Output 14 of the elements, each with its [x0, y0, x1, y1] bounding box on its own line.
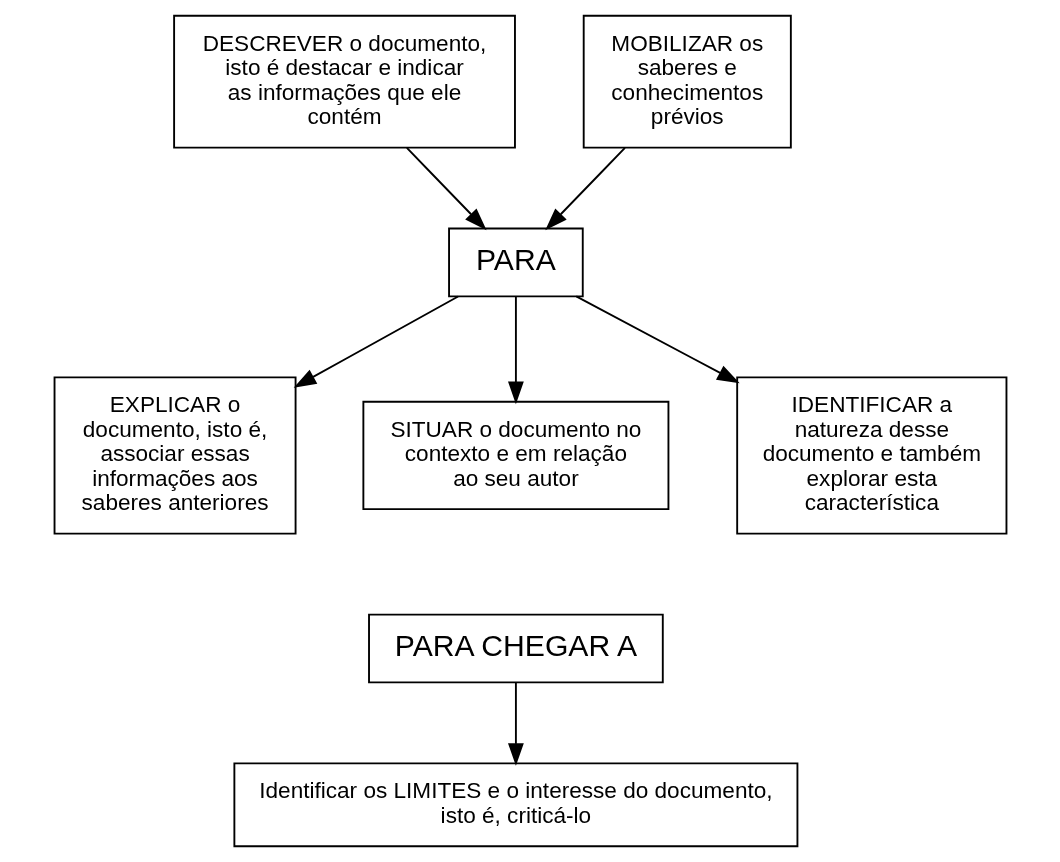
arrow — [507, 681, 524, 766]
node-box: MOBILIZAR os saberes e conhecimentos prévios — [582, 14, 792, 149]
node-box: Identificar os LIMITES e o interesse do documento, isto é, criticá-lo — [232, 762, 798, 848]
node-box: PARA CHEGAR A — [367, 613, 664, 684]
node-box: EXPLICAR o documento, isto é, associar essas informações aos saberes anteriores — [53, 376, 296, 535]
node-box: IDENTIFICAR a natureza desse documento e também explorar esta característica — [735, 376, 1007, 535]
node-box: DESCREVER o documento, isto é destacar e indicar as informações que ele contém — [172, 14, 516, 149]
node-box: PARA — [447, 227, 584, 298]
arrow — [544, 147, 626, 231]
arrow — [574, 295, 740, 384]
arrow — [507, 295, 524, 405]
arrow — [405, 147, 487, 231]
arrow — [293, 295, 459, 388]
node-box: SITUAR o documento no contexto e em relação ao seu autor — [361, 400, 669, 511]
